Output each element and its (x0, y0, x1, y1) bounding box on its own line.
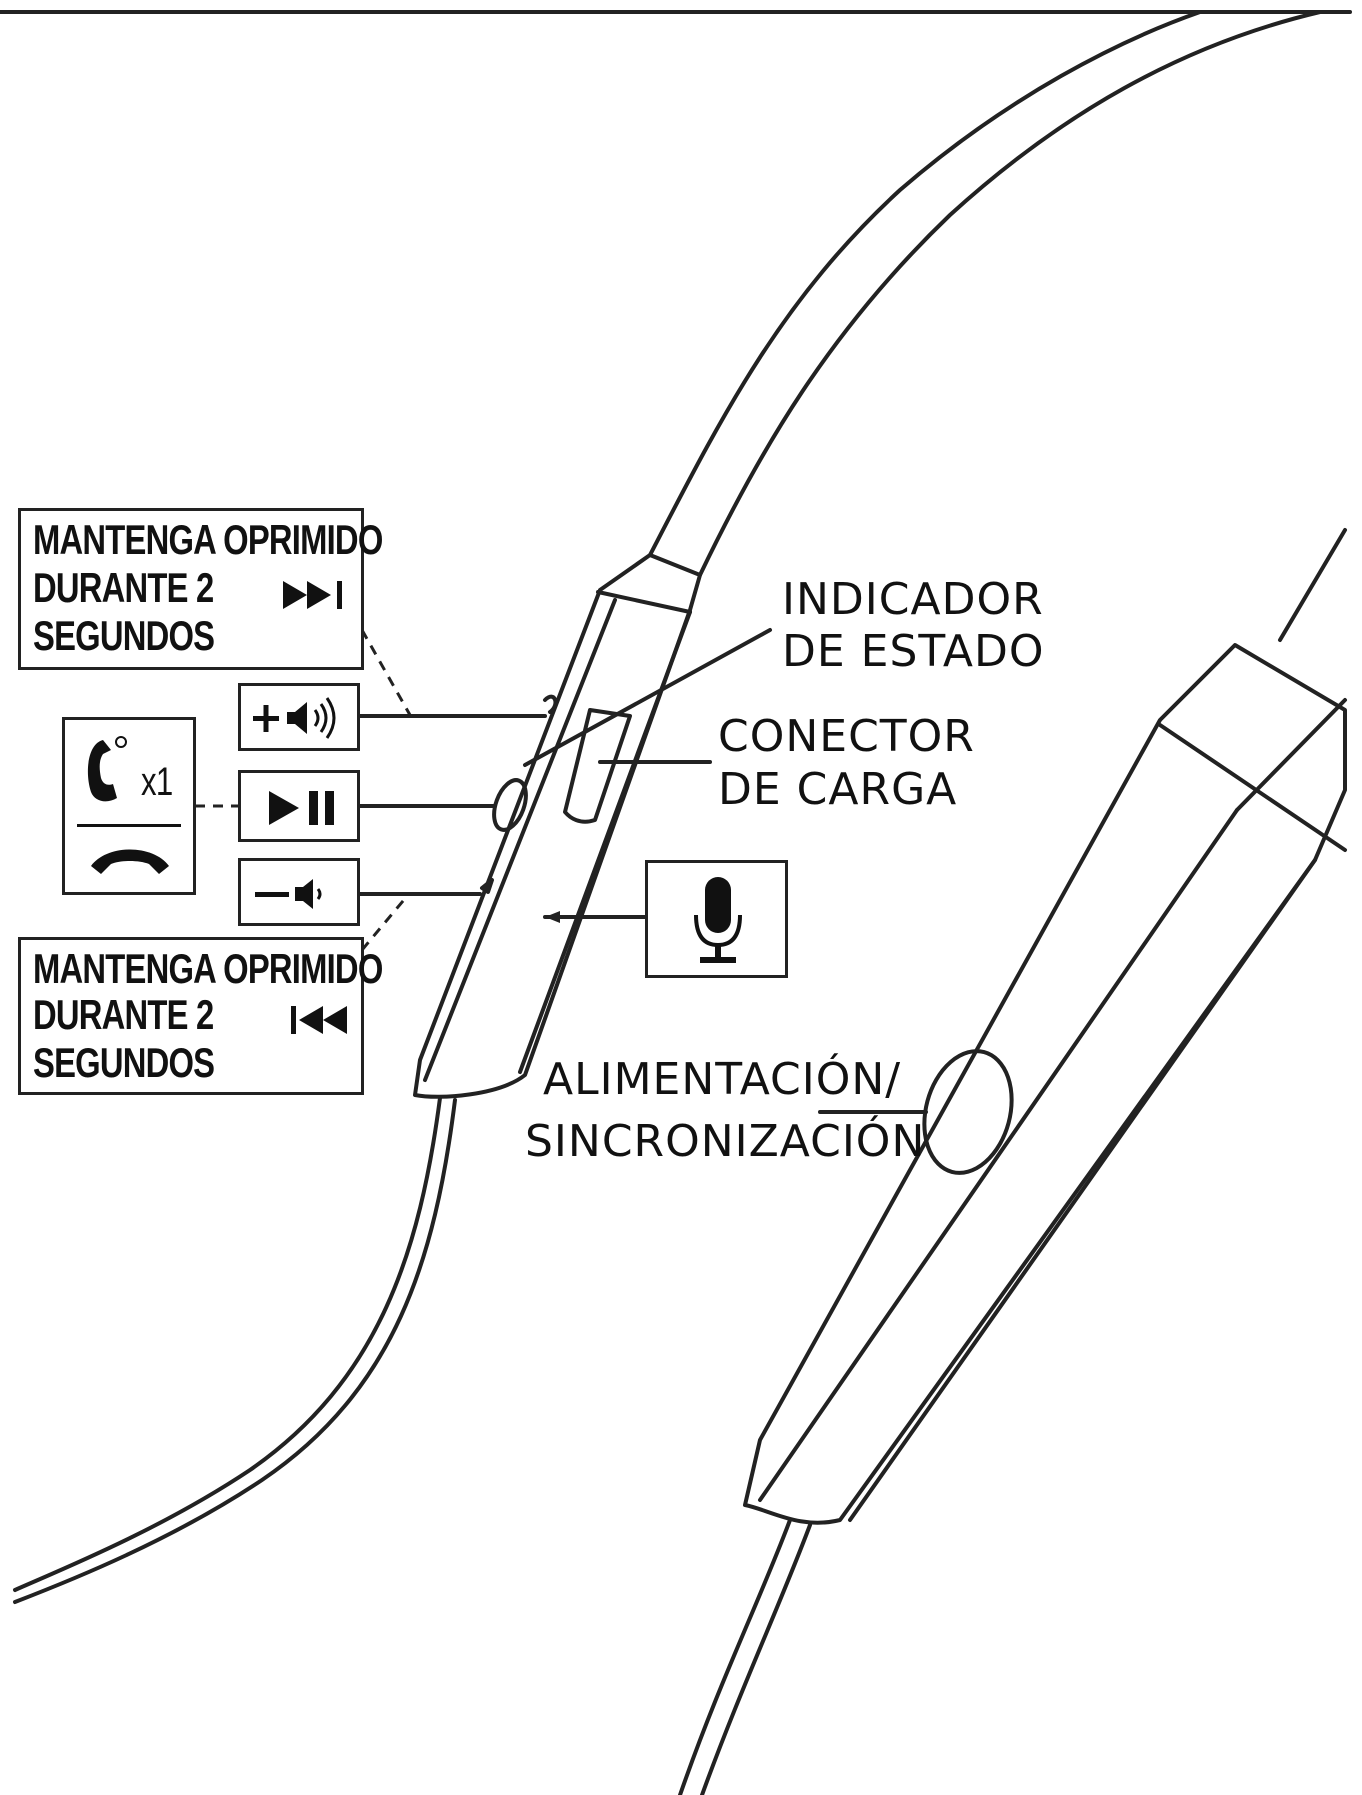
charge-connector-label-2: DE CARGA (718, 764, 958, 815)
dash-next (360, 629, 412, 716)
next-track-icon (283, 581, 342, 609)
previous-track-icon (291, 1006, 347, 1034)
left-remote-body (413, 553, 702, 1099)
power-sync-label-2: SINCRONIZACIÓN (525, 1116, 926, 1167)
vol-down-button (480, 878, 494, 894)
phone-answer-icon (87, 736, 127, 802)
play-pause-box (238, 770, 360, 842)
hold-previous-line-1: MANTENGA OPRIMIDO (33, 945, 383, 992)
phone-end-icon (91, 849, 169, 874)
hold-previous-line-3: SEGUNDOS (33, 1039, 215, 1086)
left-cable-b (13, 1098, 457, 1604)
call-box: x1 (62, 717, 196, 895)
hold-box-previous: MANTENGA OPRIMIDO DURANTE 2 SEGUNDOS (18, 937, 383, 1095)
power-sync-label-1: ALIMENTACIÓN/ (543, 1054, 902, 1105)
hold-next-line-3: SEGUNDOS (33, 612, 215, 659)
dash-previous (360, 894, 410, 951)
left-cable-a (13, 1096, 442, 1592)
play-pause-icon (269, 791, 334, 825)
volume-down-icon (255, 879, 322, 909)
call-divider (77, 824, 181, 827)
status-indicator-label-2: DE ESTADO (782, 626, 1045, 677)
power-sync-button (922, 1049, 1014, 1175)
volume-up-box (238, 683, 360, 751)
hold-next-line-1: MANTENGA OPRIMIDO (33, 516, 383, 563)
right-cable-a (678, 1518, 792, 1795)
volume-up-icon (253, 697, 336, 739)
microphone-box (645, 860, 788, 978)
call-multiplier: x1 (141, 760, 173, 804)
hold-box-next: MANTENGA OPRIMIDO DURANTE 2 SEGUNDOS (18, 508, 383, 670)
mic-arrow (545, 911, 560, 923)
charge-connector-label-1: CONECTOR (718, 711, 975, 762)
right-cable-b (700, 1523, 812, 1795)
right-band-top (1278, 528, 1347, 642)
leader-status-indicator (523, 628, 772, 767)
charge-port (563, 708, 632, 824)
neckband-inner (698, 10, 1322, 577)
neckband-outer (648, 10, 1202, 557)
volume-down-box (238, 858, 360, 926)
vol-up-button (543, 694, 558, 714)
status-indicator-label-1: INDICADOR (782, 574, 1044, 625)
play-pause-button (492, 778, 528, 832)
hold-next-line-2: DURANTE 2 (33, 564, 214, 611)
hold-previous-line-2: DURANTE 2 (33, 991, 214, 1038)
microphone-icon (694, 877, 742, 963)
